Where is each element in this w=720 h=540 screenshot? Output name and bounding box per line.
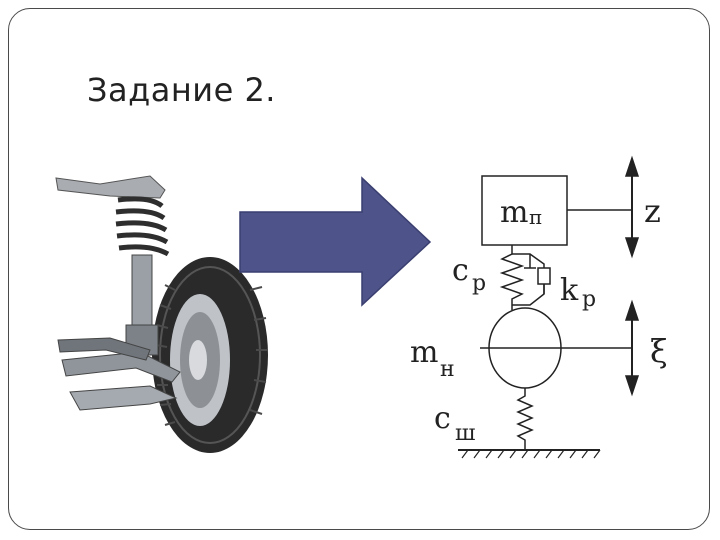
shock-absorber (131, 254, 153, 331)
transition-arrow (239, 176, 432, 307)
label-damping-sub: р (582, 287, 596, 312)
label-sprung-mass-sub: п (529, 205, 542, 229)
tire-spring (516, 388, 534, 450)
label-damping: k (560, 273, 579, 308)
label-xi: ξ (650, 332, 668, 370)
label-sprung-mass: m (500, 195, 528, 230)
slide-title: Задание 2. (87, 71, 276, 109)
label-unsprung-mass: m (410, 335, 438, 370)
z-arrow (624, 155, 640, 259)
suspension-damper (537, 267, 551, 285)
sprung-mass-box (481, 175, 568, 246)
suspension-illustration (55, 175, 268, 453)
label-tire-stiffness-sub: ш (455, 421, 475, 446)
suspension-spring (499, 245, 525, 310)
label-unsprung-mass-sub: н (440, 357, 455, 382)
xi-arrow (624, 299, 640, 397)
label-tire-stiffness: c (434, 401, 451, 436)
label-spring-stiffness-sub: р (472, 271, 486, 296)
label-z: z (644, 192, 661, 230)
coil-spring (115, 196, 170, 257)
quarter-car-model (458, 155, 640, 459)
label-spring-stiffness: c (452, 253, 469, 288)
